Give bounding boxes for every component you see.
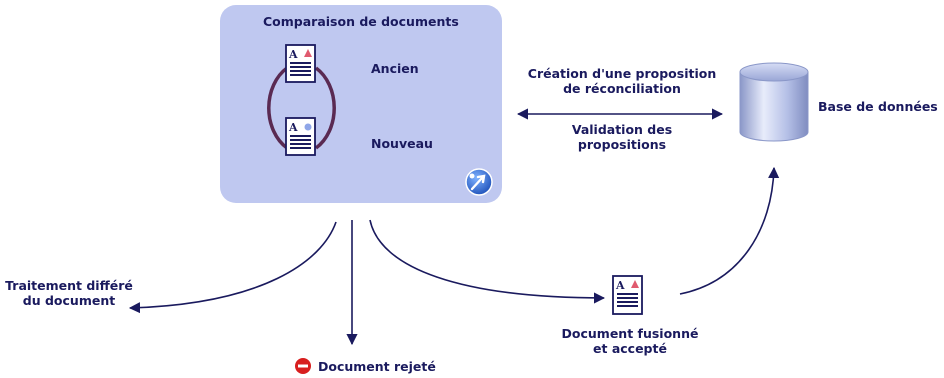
- loop-arc-left: [267, 66, 289, 150]
- deferred-line2: du document: [22, 293, 116, 308]
- deferred-processing-label: Traitement différé du document: [5, 278, 133, 308]
- validation-label: Validation des propositions: [560, 122, 684, 152]
- new-document-label: Nouveau: [371, 136, 433, 151]
- old-document-icon: A: [285, 44, 316, 83]
- rejected-document-label: Document rejeté: [318, 359, 436, 374]
- arrow-to-merged: [369, 219, 606, 304]
- arrow-to-deferred: [128, 221, 337, 314]
- deferred-line1: Traitement différé: [5, 278, 133, 293]
- arrow-to-database: [679, 166, 780, 295]
- merged-document-label: Document fusionné et accepté: [556, 326, 704, 356]
- validation-line2: propositions: [577, 137, 667, 152]
- creation-proposal-line1: Création d'une proposition: [527, 66, 717, 81]
- new-document-icon: A: [285, 117, 316, 156]
- old-document-label: Ancien: [371, 61, 419, 76]
- creation-proposal-line2: de réconciliation: [563, 81, 681, 96]
- validation-line1: Validation des: [571, 122, 673, 137]
- loop-arc-right: [314, 66, 336, 150]
- comparison-panel: [220, 5, 502, 203]
- svg-text:A: A: [288, 121, 298, 134]
- database-label: Base de données: [818, 99, 938, 114]
- merged-line2: et accepté: [593, 341, 667, 356]
- process-badge-icon: [465, 168, 493, 196]
- svg-text:A: A: [288, 48, 298, 61]
- creation-proposal-label: Création d'une proposition de réconcilia…: [520, 66, 724, 96]
- svg-text:A: A: [615, 279, 625, 292]
- merged-line1: Document fusionné: [561, 326, 699, 341]
- database-icon: [739, 62, 809, 142]
- merged-document-icon: A: [612, 275, 643, 315]
- reject-icon: [295, 358, 311, 374]
- comparison-title: Comparaison de documents: [263, 14, 459, 29]
